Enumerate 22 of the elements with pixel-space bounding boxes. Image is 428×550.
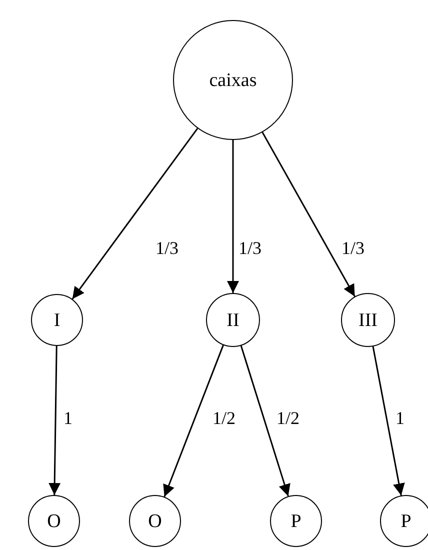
edge-label: 1/3 [154, 239, 180, 257]
node-label: O [47, 512, 61, 530]
arrow [240, 346, 290, 496]
arrow [48, 346, 61, 496]
edge-label: 1/3 [238, 239, 262, 257]
arrow [262, 132, 356, 297]
node-label: III [358, 310, 378, 330]
node-label: O [148, 512, 162, 530]
arrow [72, 128, 198, 300]
node-label: P [290, 512, 302, 530]
node-label: II [226, 310, 240, 330]
edge-label: 1/2 [212, 409, 236, 427]
arrow [227, 140, 239, 293]
edge-label: 1/3 [340, 239, 366, 257]
node-label: P [400, 512, 412, 530]
arrow [372, 346, 405, 496]
arrow [163, 344, 224, 498]
edge-label: 1 [62, 409, 74, 427]
node-label: caixas [209, 70, 257, 90]
node-label: I [54, 310, 60, 330]
edge-label: 1/2 [276, 409, 300, 427]
edge-label: 1 [394, 409, 406, 427]
